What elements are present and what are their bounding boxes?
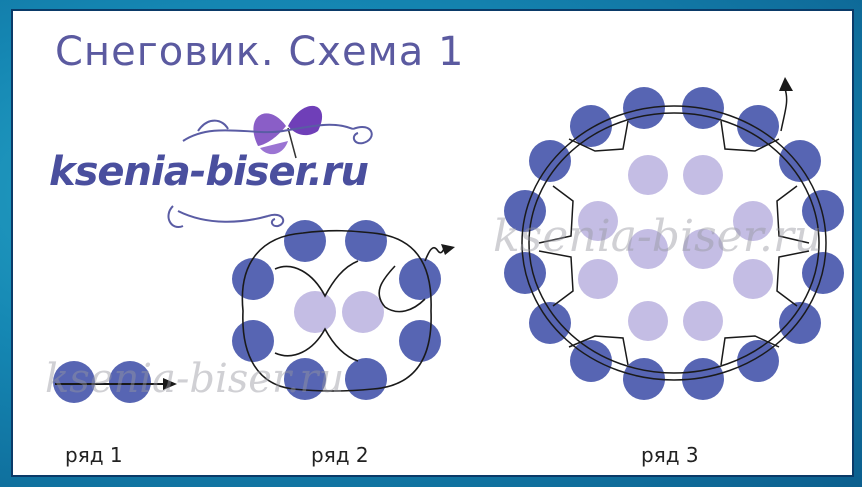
bead [345,358,387,400]
diagram-frame: Снеговик. Схема 1 ksenia-biser.ru [11,9,854,477]
bead [570,340,612,382]
bead [529,140,571,182]
arrow-head [163,378,177,390]
light-beads [294,291,384,333]
bead-light [683,301,723,341]
bead [570,105,612,147]
row3-threads [521,88,827,381]
row2-threads [241,229,446,392]
bead [232,320,274,362]
bead-light [578,201,618,241]
arrow-head [441,244,455,255]
bead-light [578,259,618,299]
bead-light [733,201,773,241]
bead [504,190,546,232]
bead-light [683,229,723,269]
bead [345,220,387,262]
bead [802,190,844,232]
row2-diagram [232,220,455,400]
logo-text: ksenia-biser.ru [49,149,369,195]
row1-label: ряд 1 [65,443,123,467]
bead-light [683,155,723,195]
bead-light [628,229,668,269]
swirl-ornament-icon [167,119,373,228]
inner-light-beads [578,155,773,341]
bead [284,220,326,262]
bead-light [342,291,384,333]
outer-dark-beads [504,87,844,400]
bead [737,105,779,147]
bead [109,361,151,403]
bead-light [628,301,668,341]
row2-label: ряд 2 [311,443,369,467]
bead-light [628,155,668,195]
logo-ornament [167,105,373,228]
bead [779,140,821,182]
row3-diagram [504,77,844,400]
bead-light [294,291,336,333]
bead [53,361,95,403]
bead [779,302,821,344]
arrow-head [779,77,793,91]
diagram-title: Снеговик. Схема 1 [55,29,465,75]
row1-diagram [53,361,177,403]
bead-light [733,259,773,299]
row3-label: ряд 3 [641,443,699,467]
